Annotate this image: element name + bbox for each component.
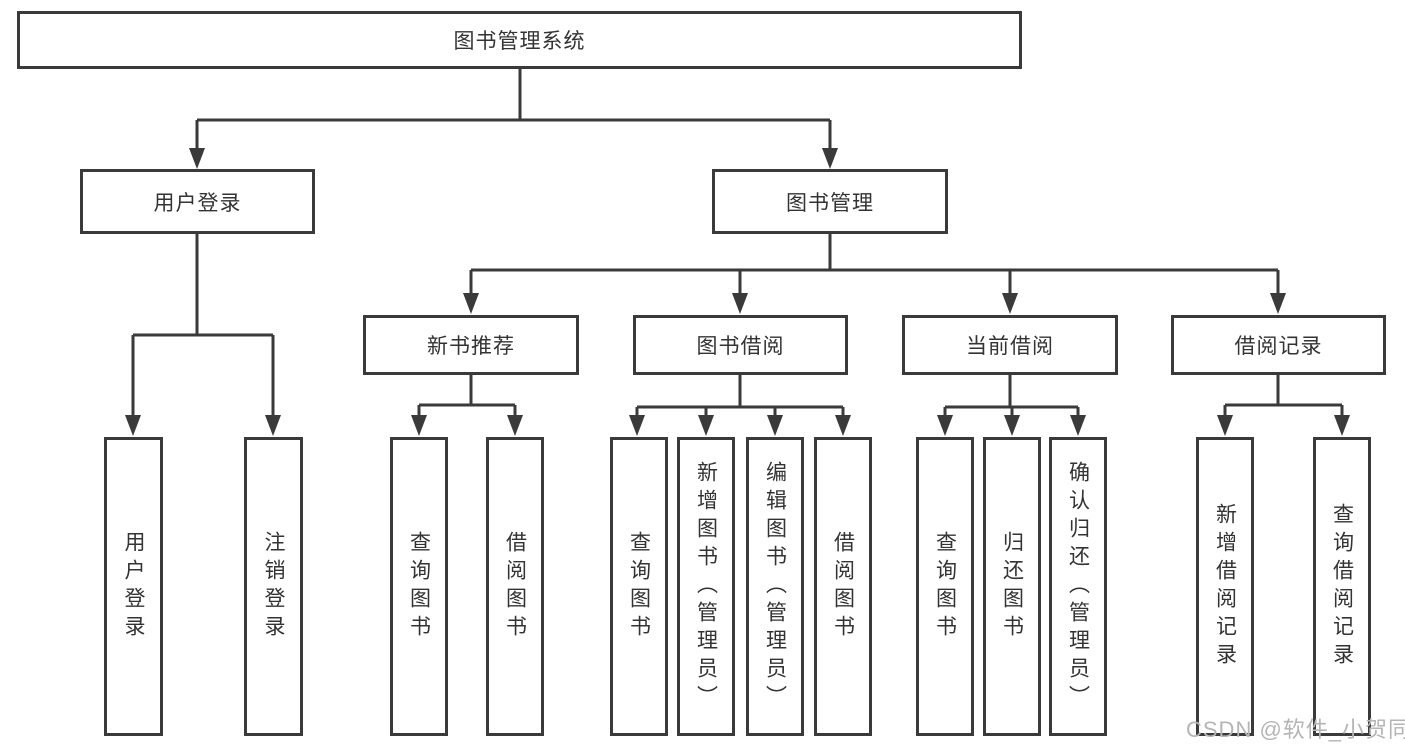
node-root-system: 图书管理系统 — [17, 11, 1022, 69]
csdn-watermark: CSDN @软件_小贺同学 — [1186, 717, 1405, 742]
leaf-return-book: 归还图书 — [983, 437, 1041, 736]
leaf-query-book-current: 查询图书 — [916, 437, 974, 736]
leaf-query-book-recommend: 查询图书 — [390, 437, 448, 736]
node-user-login: 用户登录 — [80, 169, 315, 234]
leaf-user-login: 用户登录 — [104, 437, 163, 736]
leaf-add-book-admin: 新增图书（管理员） — [677, 437, 735, 736]
leaf-borrow-book-recommend: 借阅图书 — [486, 437, 544, 736]
leaf-borrow-book: 借阅图书 — [814, 437, 872, 736]
leaf-query-book-borrow: 查询图书 — [610, 437, 668, 736]
node-current-borrow: 当前借阅 — [902, 315, 1118, 375]
leaf-confirm-return-admin: 确认归还（管理员） — [1049, 437, 1107, 736]
node-borrow-records: 借阅记录 — [1171, 315, 1386, 375]
node-new-book-recommend: 新书推荐 — [363, 315, 579, 375]
node-book-management: 图书管理 — [712, 169, 948, 234]
leaf-logout: 注销登录 — [244, 437, 303, 736]
node-book-borrow: 图书借阅 — [633, 315, 848, 375]
leaf-query-borrow-record: 查询借阅记录 — [1313, 437, 1371, 736]
leaf-add-borrow-record: 新增借阅记录 — [1196, 437, 1254, 736]
leaf-edit-book-admin: 编辑图书（管理员） — [746, 437, 804, 736]
